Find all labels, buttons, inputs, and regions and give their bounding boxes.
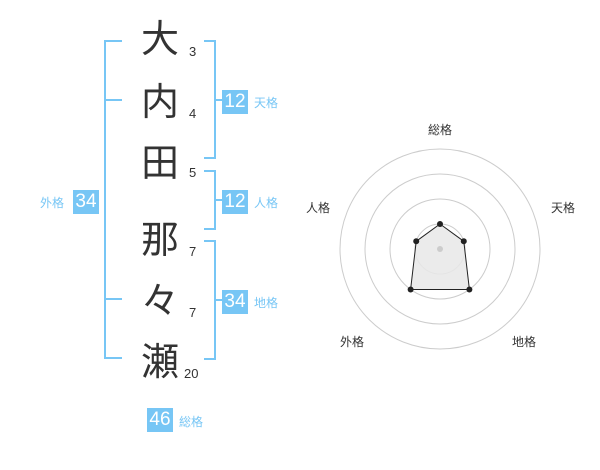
stroke-count-6: 20 xyxy=(184,366,199,381)
stroke-count-5: 7 xyxy=(189,305,197,320)
name-char-2: 内 xyxy=(140,80,179,124)
radar-label-soukaku: 総格 xyxy=(428,123,453,137)
radar-rings xyxy=(339,148,541,350)
chikaku-badge: 34 xyxy=(222,290,248,314)
radar-ring-2 xyxy=(389,198,491,300)
soukaku-badge: 46 xyxy=(147,408,173,432)
gaikaku-bracket-tick-2 xyxy=(104,298,122,300)
soukaku-label: 総格 xyxy=(179,415,204,429)
gaikaku-bracket-tick-1 xyxy=(104,99,122,101)
jinkaku-bracket-top xyxy=(204,170,216,172)
name-char-5: 々 xyxy=(140,279,179,323)
radar-center-dot xyxy=(437,246,443,252)
name-char-3: 田 xyxy=(140,141,179,185)
radar-point-5 xyxy=(413,238,420,245)
name-char-4: 那 xyxy=(140,218,179,262)
stroke-count-2: 4 xyxy=(189,106,197,121)
chikaku-bracket-bottom xyxy=(204,358,216,360)
stroke-count-3: 5 xyxy=(189,165,197,180)
gaikaku-bracket-vertical xyxy=(104,40,106,359)
radar-point-3 xyxy=(466,286,473,293)
radar-value-points xyxy=(407,221,473,293)
gaikaku-label: 外格 xyxy=(40,196,65,210)
name-char-1: 大 xyxy=(140,17,179,61)
tenkaku-label: 天格 xyxy=(254,96,279,110)
tenkaku-bracket-bottom xyxy=(204,157,216,159)
radar-label-gaikaku: 外格 xyxy=(340,335,365,349)
radar-label-jinkaku: 人格 xyxy=(306,201,331,215)
kakusu-radar-chart xyxy=(339,148,541,350)
jinkaku-badge: 12 xyxy=(222,190,248,214)
jinkaku-bracket-bottom xyxy=(204,228,216,230)
radar-value-polygon xyxy=(410,223,470,290)
stroke-count-4: 7 xyxy=(189,244,197,259)
tenkaku-badge: 12 xyxy=(222,90,248,114)
name-char-6: 瀬 xyxy=(140,340,179,384)
chikaku-label: 地格 xyxy=(254,296,279,310)
radar-label-chikaku: 地格 xyxy=(512,335,537,349)
jinkaku-bracket-connector xyxy=(214,199,222,201)
gaikaku-badge: 34 xyxy=(73,190,99,214)
stroke-count-1: 3 xyxy=(189,44,197,59)
radar-ring-3 xyxy=(364,173,516,325)
radar-ring-4 xyxy=(339,148,541,350)
chikaku-bracket-connector xyxy=(214,299,222,301)
chikaku-bracket-top xyxy=(204,240,216,242)
tenkaku-bracket-top xyxy=(204,40,216,42)
radar-label-tenkaku: 天格 xyxy=(551,201,576,215)
gaikaku-bracket-bottom xyxy=(104,357,122,359)
jinkaku-label: 人格 xyxy=(254,196,279,210)
radar-point-2 xyxy=(460,238,467,245)
tenkaku-bracket-connector xyxy=(214,99,222,101)
gaikaku-bracket-top xyxy=(104,40,122,42)
radar-point-1 xyxy=(437,221,443,227)
radar-point-4 xyxy=(407,286,414,293)
